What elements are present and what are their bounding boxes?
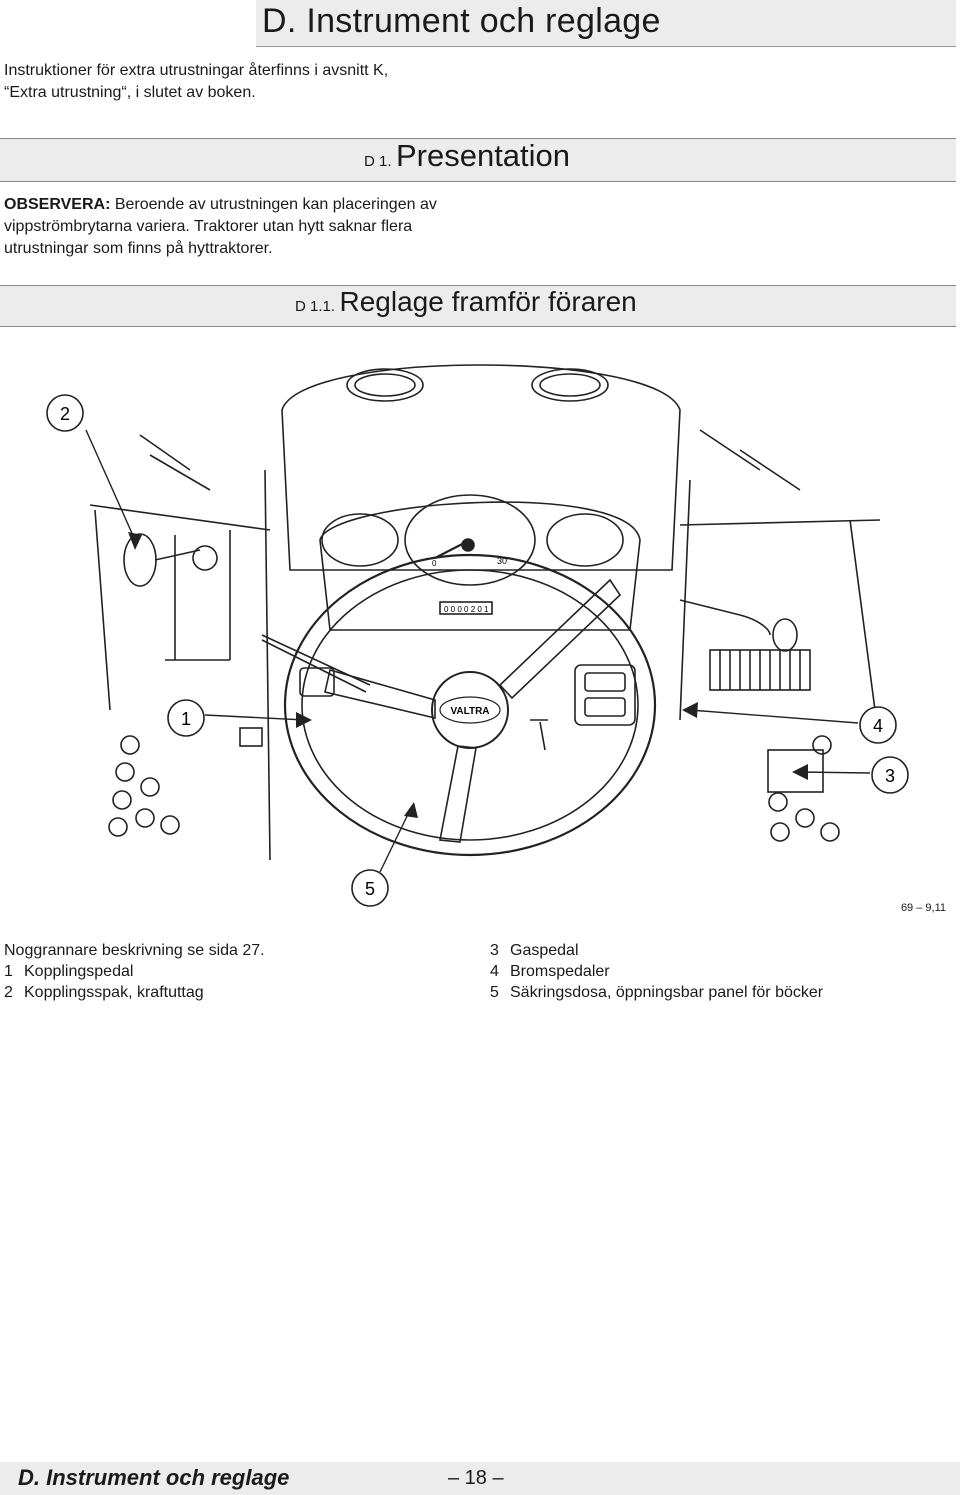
legend-item-number: 1 — [4, 963, 13, 980]
section-1-heading: D 1. Presentation — [364, 138, 570, 174]
odometer-reading: 0 0 0 0 2 0 1 — [444, 605, 489, 614]
callout-4-label: 4 — [873, 716, 883, 736]
spoke-right — [498, 578, 622, 700]
footer-bar — [0, 1462, 960, 1495]
chapter-header-bar — [256, 0, 956, 47]
legend-item-text: Gaspedal — [510, 942, 579, 959]
figure-code: 69 – 9,11 — [900, 902, 946, 914]
section-2-title: Reglage framför föraren — [339, 286, 637, 317]
note-text: Beroende av utrustningen kan placeringen… — [4, 196, 437, 257]
section-2-number: D 1.1. — [295, 298, 336, 315]
steering-wheel-inner — [301, 569, 639, 841]
tractor-dashboard-illustration: 2 1 4 3 5 VALTRA 30 0 0 0 0 0 2 0 1 — [46, 364, 909, 907]
dashboard-outline — [281, 364, 681, 571]
pto-clutch-lever-knob — [123, 533, 157, 587]
legend-item: 1 Kopplingspedal — [4, 961, 265, 982]
gauge-label-30: 30 — [497, 556, 507, 566]
gauge-right — [546, 513, 624, 567]
legend-item: 2 Kopplingsspak, kraftuttag — [4, 982, 265, 1003]
legend-item-number: 4 — [490, 963, 499, 980]
switch-panel-right — [574, 664, 636, 726]
callout-5: 5 — [351, 869, 389, 907]
callout-1-label: 1 — [181, 709, 191, 729]
legend-item-text: Kopplingspedal — [24, 963, 134, 980]
page-number: – 18 – — [448, 1467, 504, 1489]
legend-item-number: 2 — [4, 984, 13, 1001]
accelerator-pedal — [767, 749, 824, 793]
section-1-title: Presentation — [395, 138, 571, 173]
gauge-left — [321, 513, 399, 567]
intro-line-1: Instruktioner för extra utrustningar åte… — [4, 62, 389, 79]
callout-3: 3 — [871, 756, 909, 794]
callout-5-label: 5 — [365, 879, 375, 899]
intro-line-2: “Extra utrustning“, i slutet av boken. — [4, 84, 256, 101]
legend-intro: Noggrannare beskrivning se sida 27. — [4, 942, 265, 959]
legend-item: 5 Säkringsdosa, öppningsbar panel för böc… — [490, 982, 823, 1003]
air-vent-left — [346, 368, 424, 402]
chapter-title: D. Instrument och reglage — [262, 2, 661, 40]
clutch-pedal-shaft — [239, 727, 263, 747]
throttle-lever-knob — [772, 618, 798, 652]
legend-item-number: 5 — [490, 984, 499, 1001]
legend-item-text: Bromspedaler — [510, 963, 610, 980]
callout-2: 2 — [46, 394, 84, 432]
gauge-center — [404, 494, 536, 586]
section-2-heading: D 1.1. Reglage framför föraren — [295, 286, 637, 318]
legend-item-text: Säkringsdosa, öppningsbar panel för böck… — [510, 984, 824, 1001]
legend-right: 3 Gaspedal 4 Bromspedaler 5 Säkringsdosa, ö… — [490, 940, 823, 1003]
footer-chapter-title: D. Instrument och reglage — [18, 1465, 290, 1490]
note-label: OBSERVERA: — [4, 196, 111, 213]
callout-1: 1 — [167, 699, 205, 737]
callout-2-label: 2 — [60, 404, 70, 424]
instrument-cluster — [319, 501, 641, 631]
callout-3-label: 3 — [885, 766, 895, 786]
odometer — [439, 601, 493, 615]
callout-4: 4 — [859, 706, 897, 744]
legend-item: 3 Gaspedal — [490, 940, 823, 961]
section-2-bar — [0, 285, 956, 327]
section-1-bar — [0, 138, 956, 182]
intro-text: Instruktioner för extra utrustningar åte… — [4, 60, 474, 104]
legend-item-text: Kopplingsspak, kraftuttag — [24, 984, 204, 1001]
section-1-number: D 1. — [364, 153, 392, 170]
legend-item: 4 Bromspedaler — [490, 961, 823, 982]
note-paragraph: OBSERVERA: Beroende av utrustningen kan … — [4, 194, 484, 260]
valtra-logo: VALTRA — [439, 696, 501, 724]
spoke-bottom — [439, 745, 477, 843]
valtra-logo-text: VALTRA — [450, 706, 489, 717]
gauge-label-0: 0 — [432, 559, 437, 568]
legend-item-number: 3 — [490, 942, 499, 959]
steering-wheel-outer — [283, 553, 657, 857]
spoke-left — [324, 668, 436, 720]
air-vent-right — [531, 368, 609, 402]
